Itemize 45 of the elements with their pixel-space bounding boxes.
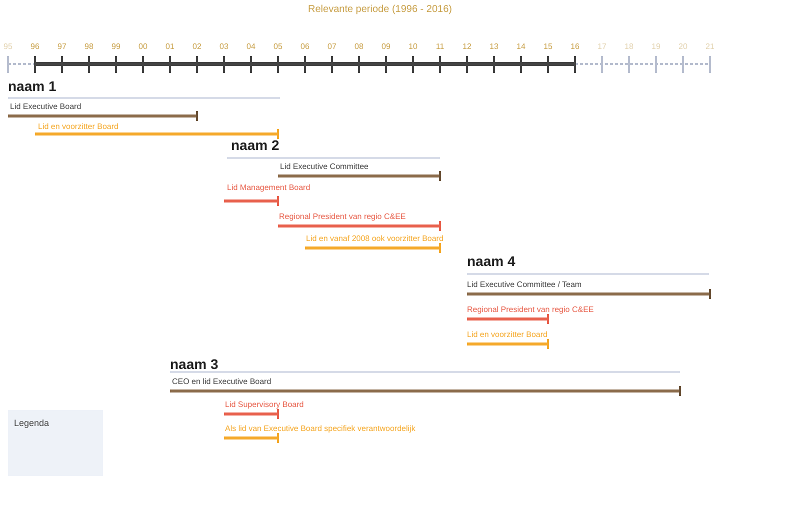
year-tick-label: 04: [246, 42, 256, 51]
year-tick-label: 99: [110, 42, 122, 51]
role-label: Als lid van Executive Board specifiek verantwoordelijk: [225, 424, 416, 433]
year-tick-label: 09: [380, 42, 392, 51]
year-tick-label: 13: [488, 42, 500, 51]
year-tick-label: 98: [84, 42, 94, 51]
person-heading: naam 3: [170, 356, 218, 372]
person-heading: naam 4: [467, 253, 516, 269]
year-tick-label: 17: [596, 42, 608, 51]
year-tick-label: 10: [408, 42, 418, 51]
year-tick-label: 19: [650, 42, 662, 51]
role-label: Lid Executive Board: [10, 102, 82, 111]
year-tick-label: 03: [218, 42, 230, 51]
role-label: Lid Executive Committee: [280, 162, 368, 171]
role-label: Lid en voorzitter Board: [38, 122, 118, 131]
person-heading: naam 2: [231, 137, 280, 153]
year-tick-label: 20: [678, 42, 688, 51]
year-tick-label: 06: [300, 42, 310, 51]
role-label: Lid Supervisory Board: [225, 400, 304, 409]
year-tick-label: 05: [272, 42, 284, 51]
year-tick-label: 01: [164, 42, 176, 51]
year-tick-label: 15: [542, 42, 554, 51]
year-tick-label: 96: [30, 42, 40, 51]
year-tick-label: 21: [704, 42, 716, 51]
role-label: Lid Executive Committee / Team: [467, 280, 582, 289]
role-label: Regional President van regio C&EE: [467, 305, 594, 314]
year-tick-label: 16: [570, 42, 580, 51]
year-tick-label: 00: [138, 42, 148, 51]
year-tick-label: 95: [2, 42, 14, 51]
role-label: Lid Management Board: [227, 183, 310, 192]
year-tick-label: 07: [326, 42, 338, 51]
year-tick-label: 11: [434, 42, 446, 51]
role-label: CEO en lid Executive Board: [172, 377, 272, 386]
role-label: Lid en voorzitter Board: [467, 330, 548, 339]
legend-title: Legenda: [14, 418, 50, 428]
year-tick-label: 97: [56, 42, 68, 51]
year-tick-label: 18: [624, 42, 634, 51]
role-label: Lid en vanaf 2008 ook voorzitter Board: [306, 234, 444, 243]
year-tick-label: 08: [354, 42, 364, 51]
year-tick-label: 12: [462, 42, 472, 51]
person-heading: naam 1: [8, 78, 56, 94]
year-tick-label: 02: [192, 42, 202, 51]
chart-title: Relevante periode (1996 - 2016): [307, 4, 453, 15]
year-tick-label: 14: [516, 42, 526, 51]
role-label: Regional President van regio C&EE: [279, 212, 406, 221]
